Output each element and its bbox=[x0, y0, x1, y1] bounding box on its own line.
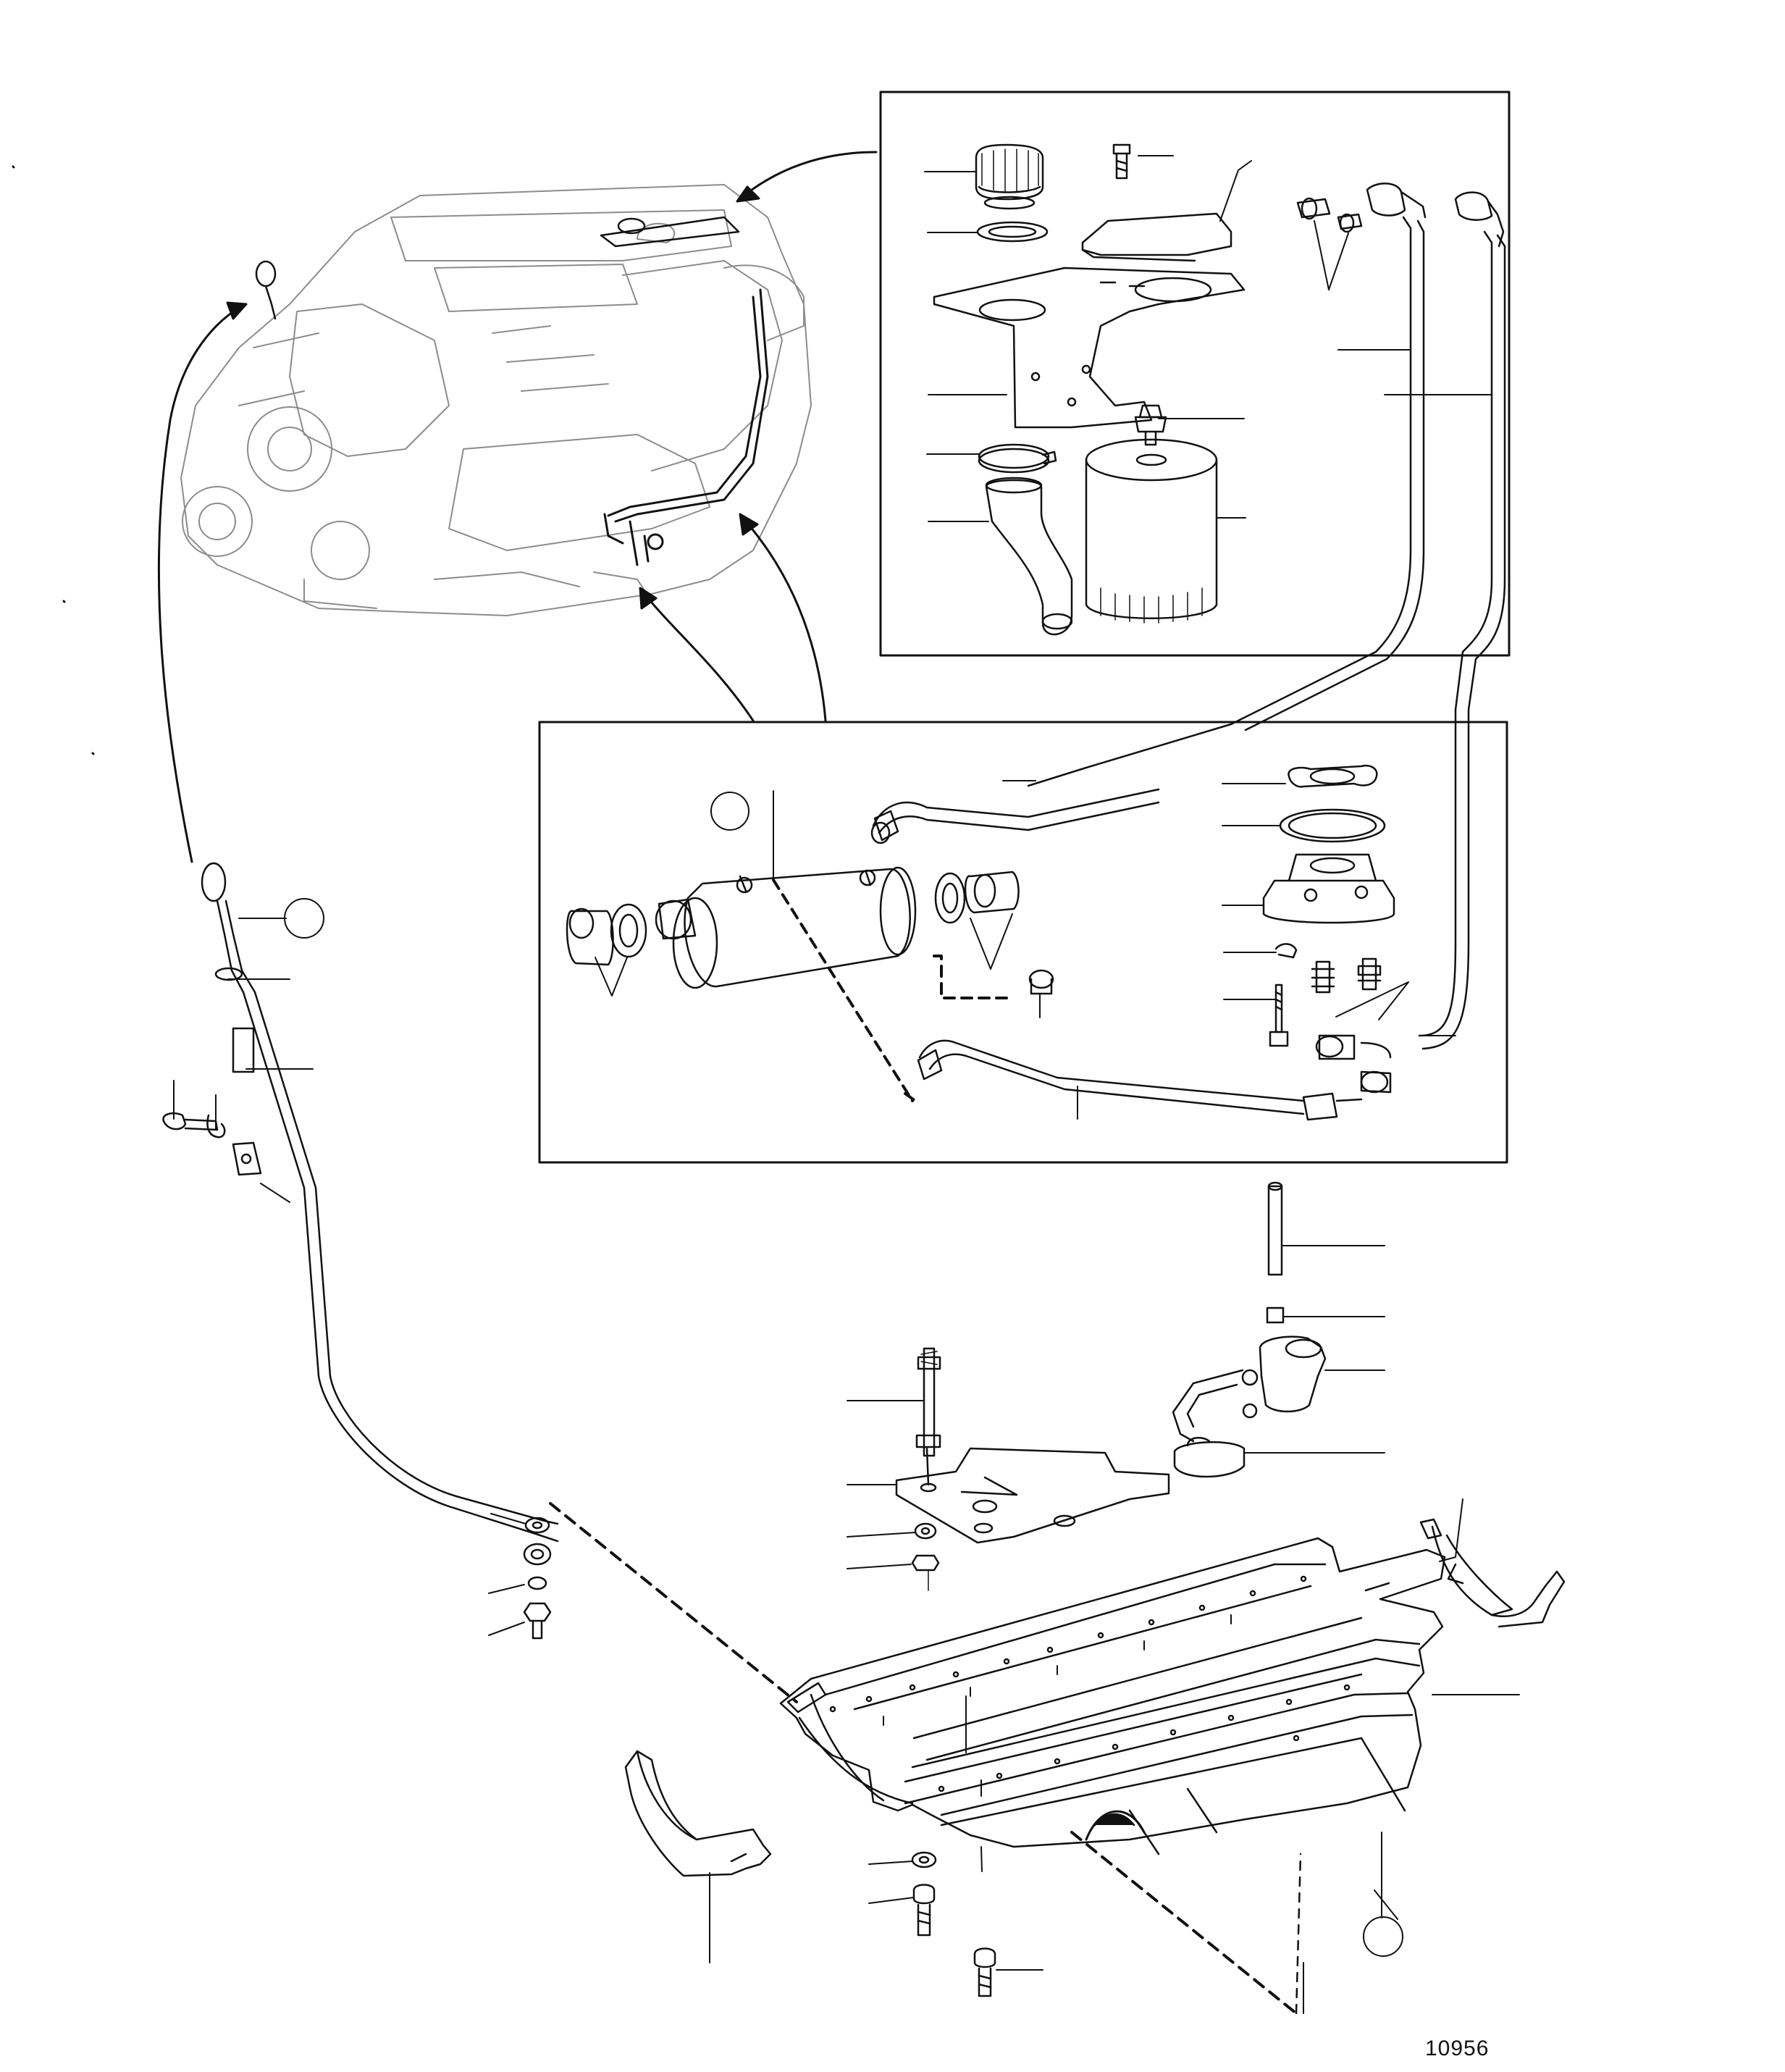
hose-adapters bbox=[1298, 183, 1503, 246]
dipstick-icon bbox=[202, 863, 558, 1541]
engine-outline bbox=[181, 185, 811, 616]
oil-pan-icon bbox=[781, 1538, 1445, 1854]
engine-oil-lines bbox=[605, 290, 768, 565]
oil-filter-assembly-box bbox=[881, 92, 1509, 1049]
drain-plug bbox=[1030, 970, 1053, 1018]
filler-cap bbox=[976, 145, 1043, 209]
pan-alignment-dashes bbox=[550, 1503, 1301, 2013]
filter-nipple bbox=[1135, 406, 1166, 445]
stud-and-baffle bbox=[896, 1349, 1169, 1590]
oil-cooler-icon bbox=[656, 868, 915, 988]
callout-arrows bbox=[159, 152, 876, 862]
cooler-lines bbox=[872, 789, 1361, 1120]
alignment-dashes bbox=[773, 880, 1014, 1101]
filter-bracket bbox=[934, 268, 1244, 427]
hose-clamp bbox=[979, 445, 1056, 472]
bolt bbox=[1114, 145, 1130, 178]
reference-circle bbox=[285, 899, 324, 938]
cooler-screw bbox=[1270, 985, 1288, 1046]
retaining-clip bbox=[1276, 944, 1296, 957]
pan-seal-bracket-left bbox=[626, 1751, 770, 1876]
end-seals-right bbox=[936, 872, 1019, 923]
dipstick-leaders bbox=[174, 918, 526, 1635]
end-seals-left bbox=[567, 905, 646, 965]
engine-dipstick-top bbox=[256, 261, 275, 319]
oil-pump-icon bbox=[1173, 1183, 1325, 1477]
print-marks bbox=[13, 167, 93, 754]
stud-leaders bbox=[847, 1401, 923, 1569]
figure-id: 10956 bbox=[1425, 2037, 1490, 2060]
cooler-adapters bbox=[1312, 959, 1390, 1092]
oil-filter-icon bbox=[1086, 440, 1217, 623]
reference-circle bbox=[711, 792, 749, 830]
cover-plate bbox=[1083, 214, 1231, 261]
pump-leaders bbox=[1244, 1246, 1385, 1453]
engine-bracket bbox=[601, 217, 739, 246]
tube-fasteners bbox=[524, 1518, 550, 1638]
pan-seal-brackets bbox=[1366, 1519, 1564, 1627]
leader-lines bbox=[925, 156, 1492, 521]
arrowhead bbox=[737, 187, 759, 201]
reference-circle bbox=[1364, 1917, 1403, 1956]
elbow-hose bbox=[986, 478, 1072, 634]
thermostat-housing bbox=[1264, 766, 1394, 923]
oil-cooler-assembly-box bbox=[539, 722, 1507, 1162]
pan-leaders bbox=[710, 1499, 1519, 2013]
dipstick-bracket bbox=[163, 1113, 261, 1175]
pan-fasteners bbox=[912, 1853, 995, 1996]
cooler-hoses bbox=[1028, 217, 1505, 1049]
leader-lines bbox=[595, 781, 1456, 1119]
gasket-ring bbox=[978, 222, 1047, 241]
